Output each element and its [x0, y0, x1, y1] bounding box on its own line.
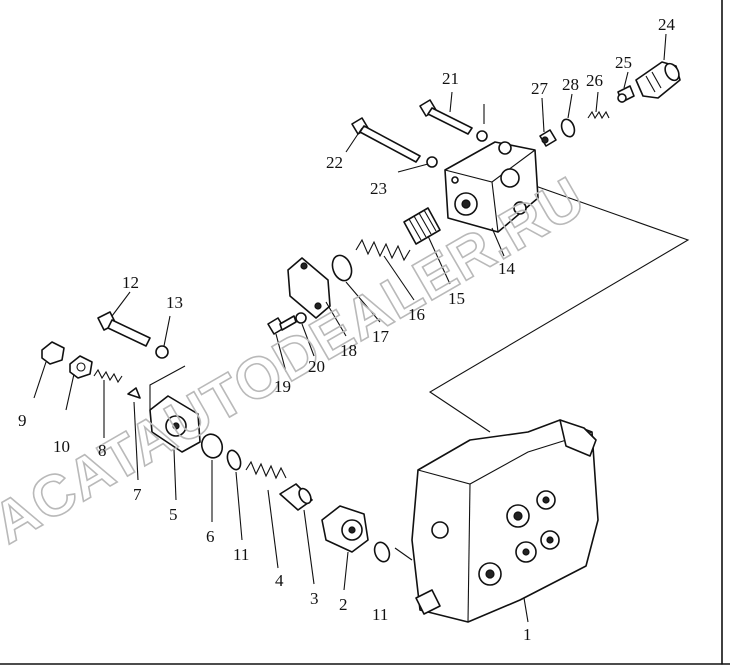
callout-16: 16: [408, 305, 425, 324]
callout-19: 19: [274, 377, 291, 396]
part-22-bolt: [351, 117, 421, 163]
callout-5: 5: [169, 505, 178, 524]
callout-6: 6: [206, 527, 215, 546]
part-27-plug: [539, 129, 557, 147]
part-8-spring: [93, 368, 123, 384]
part-5-cover: [149, 395, 201, 453]
part-23-washer: [426, 156, 438, 168]
part-13-washer: [155, 345, 169, 359]
callout-28: 28: [562, 75, 579, 94]
part-21-bolt: [419, 99, 473, 135]
callout-24: 24: [658, 15, 676, 34]
callout-17: 17: [372, 327, 390, 346]
part-20-washer: [295, 312, 307, 324]
callout-14: 14: [498, 259, 516, 278]
part-7-poppet: [127, 387, 141, 399]
assembly-line-upper: [428, 182, 690, 433]
part-2-cover: [321, 505, 369, 553]
part-19-bolt: [267, 315, 297, 335]
part-9-nut: [41, 341, 65, 365]
leader-lines: [33, 33, 667, 623]
part-14-valve-body: [444, 141, 539, 233]
callout-labels: 1 2 3 4 5 6 7 8 9 10 11 11 12 13 14 15 1…: [18, 15, 676, 644]
callout-15: 15: [448, 289, 465, 308]
part-1-main-valve: [411, 419, 599, 623]
part-10-nut: [69, 355, 93, 379]
part-25-fitting: [617, 85, 635, 103]
part-11-o-ring-b: [373, 541, 391, 563]
callout-27: 27: [531, 79, 549, 98]
part-3-sleeve: [279, 483, 313, 511]
callout-11-a: 11: [233, 545, 249, 564]
callout-11-b: 11: [372, 605, 388, 624]
part-18-cover: [287, 257, 331, 319]
part-11-o-ring-a: [226, 449, 242, 471]
callout-2: 2: [339, 595, 348, 614]
callout-20: 20: [308, 357, 325, 376]
part-15-sleeve: [403, 207, 441, 245]
assembly-line-left: [149, 365, 186, 410]
assembly-line-lower: [394, 547, 413, 561]
callout-10: 10: [53, 437, 70, 456]
callout-22: 22: [326, 153, 343, 172]
callout-3: 3: [310, 589, 319, 608]
part-21-washer: [476, 130, 488, 142]
callout-23: 23: [370, 179, 387, 198]
callout-18: 18: [340, 341, 357, 360]
callout-9: 9: [18, 411, 27, 430]
callout-7: 7: [133, 485, 142, 504]
callout-26: 26: [586, 71, 603, 90]
part-26-spring: [587, 110, 610, 120]
callout-25: 25: [615, 53, 632, 72]
part-17-o-ring: [331, 254, 353, 282]
callout-4: 4: [275, 571, 284, 590]
part-16-spring: [355, 238, 411, 262]
callout-8: 8: [98, 441, 107, 460]
part-28-o-ring: [560, 118, 576, 138]
callout-13: 13: [166, 293, 183, 312]
part-4-spring: [245, 460, 287, 480]
part-6-seal: [200, 433, 224, 459]
part-24-connector: [635, 61, 681, 99]
part-12-bolt: [97, 311, 151, 347]
callout-1: 1: [523, 625, 532, 644]
callout-21: 21: [442, 69, 459, 88]
callout-12: 12: [122, 273, 139, 292]
